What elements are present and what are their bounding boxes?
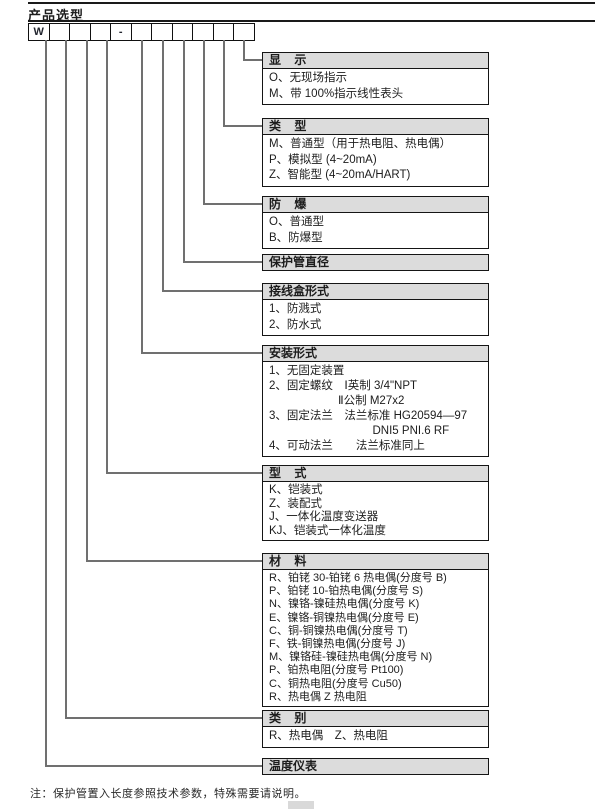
connector-horizontal-line xyxy=(45,765,262,767)
model-code-cell xyxy=(193,24,214,40)
section-item: 2、固定螺纹 Ⅰ英制 3/4"NPT xyxy=(269,380,418,392)
model-code-cell xyxy=(234,24,254,40)
model-code-cell xyxy=(70,24,91,40)
section-item: O、普通型 xyxy=(269,216,324,228)
section-item: 3、固定法兰 法兰标准 HG20594—97 xyxy=(269,410,468,422)
connector-vertical-line xyxy=(162,40,164,290)
section-body: O、无现场指示 M、带 100%指示线性表头 xyxy=(262,69,489,105)
section-body: 1、无固定装置 2、固定螺纹 Ⅰ英制 3/4"NPT Ⅱ公制 M27x2 3、固定法… xyxy=(262,362,489,457)
section-item: KJ、铠装式一体化温度 xyxy=(269,524,386,537)
connector-horizontal-line xyxy=(106,472,262,474)
section-item: 2、防水式 xyxy=(269,318,322,331)
connector-horizontal-line xyxy=(65,717,262,719)
page-title: 产品选型 xyxy=(28,8,85,23)
model-code-cell xyxy=(91,24,111,40)
section-item: B、防爆型 xyxy=(269,231,323,244)
connector-horizontal-line xyxy=(203,203,262,205)
section-item: P、铂铑 10-铂热电偶(分度号 S) xyxy=(269,585,424,598)
section-header: 温度仪表 xyxy=(262,758,489,775)
section-item: 1、防溅式 xyxy=(269,303,322,315)
connector-horizontal-line xyxy=(223,125,262,127)
section-tube: 保护管直径 xyxy=(262,254,489,271)
section-type: 类 型 M、普通型（用于热电阻、热电偶） P、模拟型 (4~20mA) Z、智能型 (… xyxy=(262,118,489,187)
section-explosion: 防 爆 O、普通型 B、防爆型 xyxy=(262,196,489,249)
connector-vertical-line xyxy=(203,40,205,203)
section-header: 安装形式 xyxy=(262,345,489,362)
section-item: N、镍铬-镍硅热电偶(分度号 K) xyxy=(269,598,420,611)
connector-horizontal-line xyxy=(141,352,262,354)
section-header: 接线盒形式 xyxy=(262,283,489,300)
model-code-cell: - xyxy=(111,24,132,40)
section-item: M、带 100%指示线性表头 xyxy=(269,87,404,100)
section-item: M、普通型（用于热电阻、热电偶） xyxy=(269,138,452,150)
section-header: 保护管直径 xyxy=(262,254,489,271)
section-item: C、铜热电阻(分度号 Cu50) xyxy=(269,677,402,690)
section-item: R、热电偶 Z 热电阻 xyxy=(269,690,367,703)
section-item: F、铁-铜镍热电偶(分度号 J) xyxy=(269,638,406,651)
model-code-cell xyxy=(132,24,152,40)
connector-horizontal-line xyxy=(183,261,262,263)
model-code-cell xyxy=(50,24,70,40)
section-mounting: 安装形式 1、无固定装置 2、固定螺纹 Ⅰ英制 3/4"NPT Ⅱ公制 M27x2 3… xyxy=(262,345,489,457)
section-item: J、一体化温度变送器 xyxy=(269,511,379,523)
section-header: 型 式 xyxy=(262,465,489,482)
section-header: 防 爆 xyxy=(262,196,489,213)
connector-horizontal-line xyxy=(243,59,262,61)
section-item: K、铠装式 xyxy=(269,484,323,496)
section-junction: 接线盒形式 1、防溅式 2、防水式 xyxy=(262,283,489,336)
connector-vertical-line xyxy=(65,40,67,717)
section-item: R、热电偶 Z、热电阻 xyxy=(269,730,388,742)
connector-vertical-line xyxy=(223,40,225,125)
section-temp: 温度仪表 xyxy=(262,758,489,775)
connector-horizontal-line xyxy=(86,560,262,562)
section-header: 类 别 xyxy=(262,710,489,727)
model-code-cell xyxy=(214,24,234,40)
section-item: R、铂铑 30-铂铑 6 热电偶(分度号 B) xyxy=(269,572,447,584)
section-item: Z、智能型 (4~20mA/HART) xyxy=(269,169,411,181)
section-item: E、镍铬-铜镍热电偶(分度号 E) xyxy=(269,611,419,624)
connector-vertical-line xyxy=(141,40,143,352)
model-code-cell xyxy=(173,24,193,40)
connector-vertical-line xyxy=(243,40,245,59)
cutoff-fragment xyxy=(288,801,314,809)
connector-vertical-line xyxy=(106,40,108,472)
connector-horizontal-line xyxy=(162,290,262,292)
section-item: O、无现场指示 xyxy=(269,72,347,84)
section-item: 4、可动法兰 法兰标准同上 xyxy=(269,440,425,452)
footnote: 注：保护管置入长度参照技术参数，特殊需要请说明。 xyxy=(30,788,306,800)
section-item: P、模拟型 (4~20mA) xyxy=(269,153,377,166)
connector-vertical-line xyxy=(183,40,185,261)
section-item: Z、装配式 xyxy=(269,497,323,510)
section-item: 1、无固定装置 xyxy=(269,365,345,377)
section-body: R、铂铑 30-铂铑 6 热电偶(分度号 B)P、铂铑 10-铂热电偶(分度号 … xyxy=(262,570,489,708)
section-category: 类 别 R、热电偶 Z、热电阻 xyxy=(262,710,489,748)
section-item: C、铜-铜镍热电偶(分度号 T) xyxy=(269,624,408,637)
section-header: 材 料 xyxy=(262,553,489,570)
model-code-cell xyxy=(152,24,173,40)
section-header: 显 示 xyxy=(262,52,489,69)
connector-vertical-line xyxy=(86,40,88,560)
section-item: Ⅱ公制 M27x2 xyxy=(269,395,405,407)
section-body: O、普通型 B、防爆型 xyxy=(262,213,489,249)
model-code-boxes: W- xyxy=(28,23,255,41)
section-body: M、普通型（用于热电阻、热电偶） P、模拟型 (4~20mA) Z、智能型 (4~2… xyxy=(262,135,489,187)
section-header: 类 型 xyxy=(262,118,489,135)
connector-vertical-line xyxy=(45,40,47,765)
section-item: DNI5 PNI.6 RF xyxy=(269,425,450,437)
section-body: 1、防溅式 2、防水式 xyxy=(262,300,489,336)
title-underline xyxy=(28,20,595,22)
section-display: 显 示 O、无现场指示 M、带 100%指示线性表头 xyxy=(262,52,489,105)
section-item: M、镍铬硅-镍硅热电偶(分度号 N) xyxy=(269,651,433,664)
top-rule xyxy=(28,2,595,4)
section-body: R、热电偶 Z、热电阻 xyxy=(262,727,489,748)
model-code-cell: W xyxy=(29,24,50,40)
section-item: P、铂热电阻(分度号 Pt100) xyxy=(269,664,404,677)
